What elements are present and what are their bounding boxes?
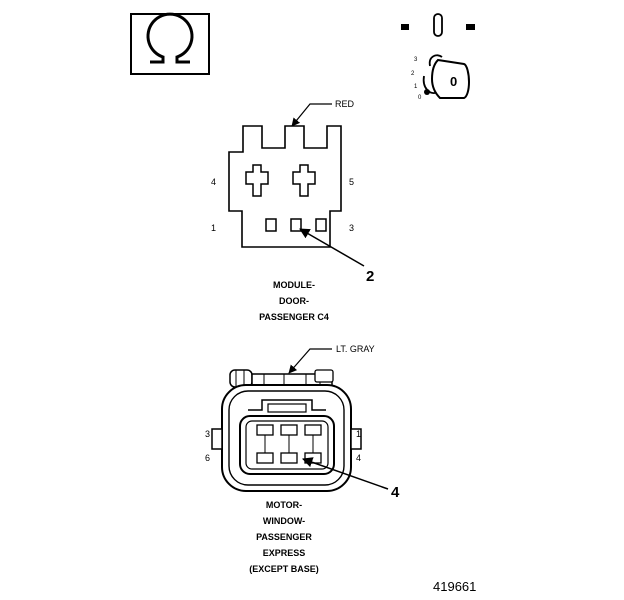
- key-position-0: 0: [418, 95, 422, 101]
- motor-callout: 4: [302, 457, 400, 501]
- svg-text:PASSENGER C4: PASSENGER C4: [259, 312, 329, 322]
- svg-text:PASSENGER: PASSENGER: [256, 532, 312, 542]
- key-position-3: 3: [414, 57, 418, 63]
- cavity-5: [280, 452, 298, 464]
- c4-pin-top-left: 4: [211, 177, 216, 187]
- module-door-passenger-c4-connector: [228, 125, 342, 248]
- motor-wire-color: LT. GRAY: [336, 344, 375, 354]
- c4-wire-color-callout: RED: [291, 99, 355, 127]
- ohmmeter-icon: [130, 12, 210, 75]
- svg-text:DOOR-: DOOR-: [279, 296, 309, 306]
- c4-pin-bottom-left: 1: [211, 223, 216, 233]
- motor-pin-top-left: 3: [205, 429, 210, 439]
- ignition-switch-icon: [401, 13, 475, 37]
- cavity-2: [290, 218, 302, 232]
- key-position-2: 2: [411, 71, 415, 77]
- cavity-6: [256, 452, 274, 464]
- cavity-5: [245, 164, 269, 197]
- cavity-1: [265, 218, 277, 232]
- svg-text:WINDOW-: WINDOW-: [263, 516, 305, 526]
- c4-callout: 2: [299, 228, 374, 285]
- figure-number: 419661: [433, 579, 476, 594]
- svg-text:MOTOR-: MOTOR-: [266, 500, 302, 510]
- c4-pin-top-right: 5: [349, 177, 354, 187]
- motor-pin-bottom-left: 6: [205, 453, 210, 463]
- motor-wire-color-callout: LT. GRAY: [288, 344, 375, 374]
- key-label: 0: [450, 74, 457, 89]
- cavity-4: [292, 164, 316, 197]
- motor-pin-bottom-right: 4: [356, 453, 361, 463]
- cavity-3: [315, 218, 327, 232]
- svg-text:MODULE-: MODULE-: [273, 280, 315, 290]
- c4-connector-name: MODULE- DOOR- PASSENGER C4: [259, 280, 329, 322]
- motor-callout-number: 4: [391, 484, 400, 501]
- c4-wire-color: RED: [335, 99, 355, 109]
- c4-callout-number: 2: [366, 268, 374, 285]
- motor-window-passenger-connector: [211, 369, 362, 492]
- key-position-1: 1: [414, 84, 418, 90]
- c4-pin-bottom-right: 3: [349, 223, 354, 233]
- svg-text:(EXCEPT BASE): (EXCEPT BASE): [249, 564, 319, 574]
- motor-pin-top-right: 1: [356, 429, 361, 439]
- svg-text:EXPRESS: EXPRESS: [263, 548, 306, 558]
- key-icon: 3 2 1 0 0: [411, 54, 471, 101]
- motor-connector-name: MOTOR- WINDOW- PASSENGER EXPRESS (EXCEPT…: [249, 500, 319, 574]
